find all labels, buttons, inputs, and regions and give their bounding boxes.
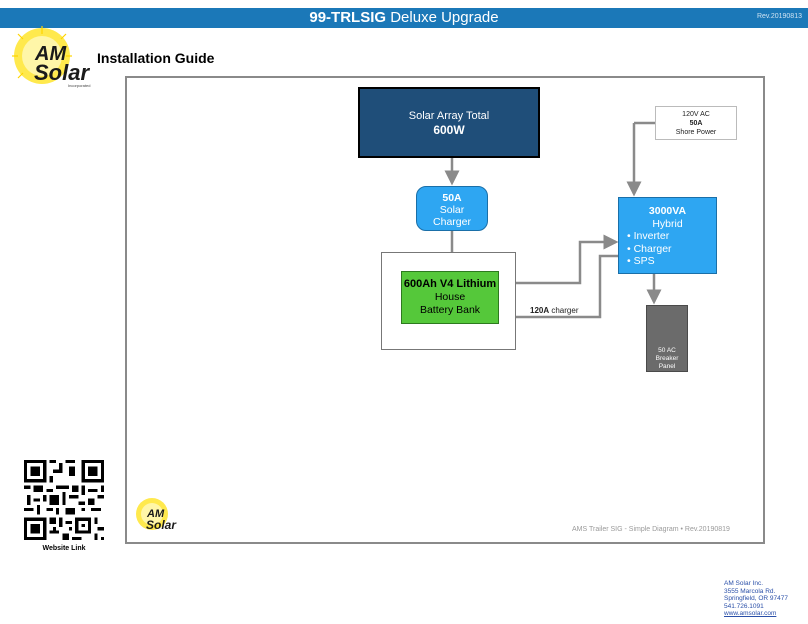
logo-text-am: AM [34, 43, 67, 65]
inverter-feature-item: SPS [627, 255, 716, 268]
inverter-value: 3000VA [648, 205, 687, 217]
logo-small-text-solar: Solar [146, 518, 177, 532]
solar-charger-box: 50A Solar Charger [416, 186, 488, 231]
company-name: AM Solar Inc. [724, 580, 764, 587]
document-title: 99-TRLSIG Deluxe Upgrade [0, 9, 808, 27]
panel-line3: Panel [658, 363, 676, 370]
page-title: Installation Guide [97, 50, 215, 66]
logo-tagline: Incorporated [68, 83, 90, 88]
battery-line1: House [434, 291, 466, 303]
inverter-feature-item: Charger [627, 243, 716, 256]
document-subtitle: Deluxe Upgrade [390, 9, 499, 26]
solar-array-box: Solar Array Total 600W [358, 87, 540, 158]
panel-line2: Breaker [655, 355, 679, 362]
shore-line1: 120V AC [682, 111, 710, 118]
diagram-footer-note: AMS Trailer SIG - Simple Diagram • Rev.2… [572, 526, 730, 533]
shore-power-box: 120V AC 50A Shore Power [655, 106, 737, 140]
qr-code-icon[interactable] [24, 460, 104, 540]
header-bar: 99-TRLSIG Deluxe Upgrade Rev.20190813 [0, 8, 808, 28]
panel-line1: 50 AC [658, 347, 676, 354]
shore-line2: Shore Power [675, 129, 717, 136]
battery-bank-box: 600Ah V4 Lithium House Battery Bank [401, 271, 499, 324]
battery-value: 600Ah V4 Lithium [403, 278, 497, 290]
battery-line2: Battery Bank [419, 304, 481, 316]
company-city: Springfield, OR 97477 [724, 595, 788, 602]
solar-array-value: 600W [433, 123, 465, 137]
shore-value: 50A [689, 120, 703, 127]
logo-small-text-am: AM [146, 508, 165, 520]
company-street: 3555 Marcola Rd. [724, 587, 776, 595]
charger-line1: Solar [439, 204, 465, 216]
charger-connection-unit: charger [551, 306, 579, 315]
inverter-box: 3000VA Hybrid Inverter Charger SPS [618, 197, 717, 274]
charger-connection-label: 120A charger [530, 306, 578, 315]
revision-label: Rev.20190813 [756, 13, 802, 20]
charger-value: 50A [442, 192, 462, 204]
charger-connection-value: 120A [530, 306, 550, 315]
inverter-line1: Hybrid [652, 217, 683, 230]
breaker-panel-box: 50 AC Breaker Panel [646, 305, 688, 372]
inverter-feature-item: Inverter [627, 230, 716, 243]
qr-code-label: Website Link [42, 545, 86, 552]
charger-line2: Charger [433, 216, 471, 228]
company-website-link[interactable]: www.amsolar.com [724, 610, 777, 617]
am-solar-logo-small: AM Solar [136, 498, 177, 532]
company-address: AM Solar Inc. 3555 Marcola Rd. Springfie… [724, 580, 788, 618]
model-number: 99-TRLSIG [309, 9, 387, 26]
inverter-feature-list: Inverter Charger SPS [619, 230, 716, 268]
logo-text-solar: Solar [34, 60, 90, 85]
company-phone[interactable]: 541.726.1091 [724, 602, 764, 610]
am-solar-logo: AM Solar Incorporated [12, 26, 90, 88]
solar-array-label: Solar Array Total [408, 110, 490, 122]
